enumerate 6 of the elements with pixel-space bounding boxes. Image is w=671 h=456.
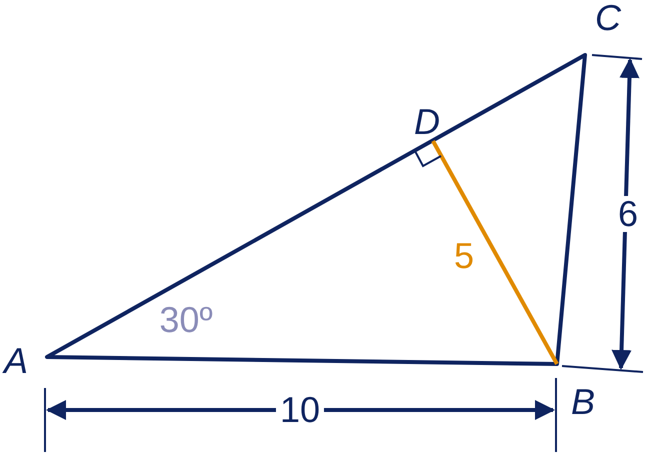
length-label: 5 (454, 238, 474, 274)
vertex-label: B (571, 384, 595, 420)
angle-label: 30º (159, 302, 213, 338)
vertex-label: D (414, 104, 440, 140)
vertex-label: A (4, 343, 28, 379)
vertex-label: C (595, 0, 621, 36)
